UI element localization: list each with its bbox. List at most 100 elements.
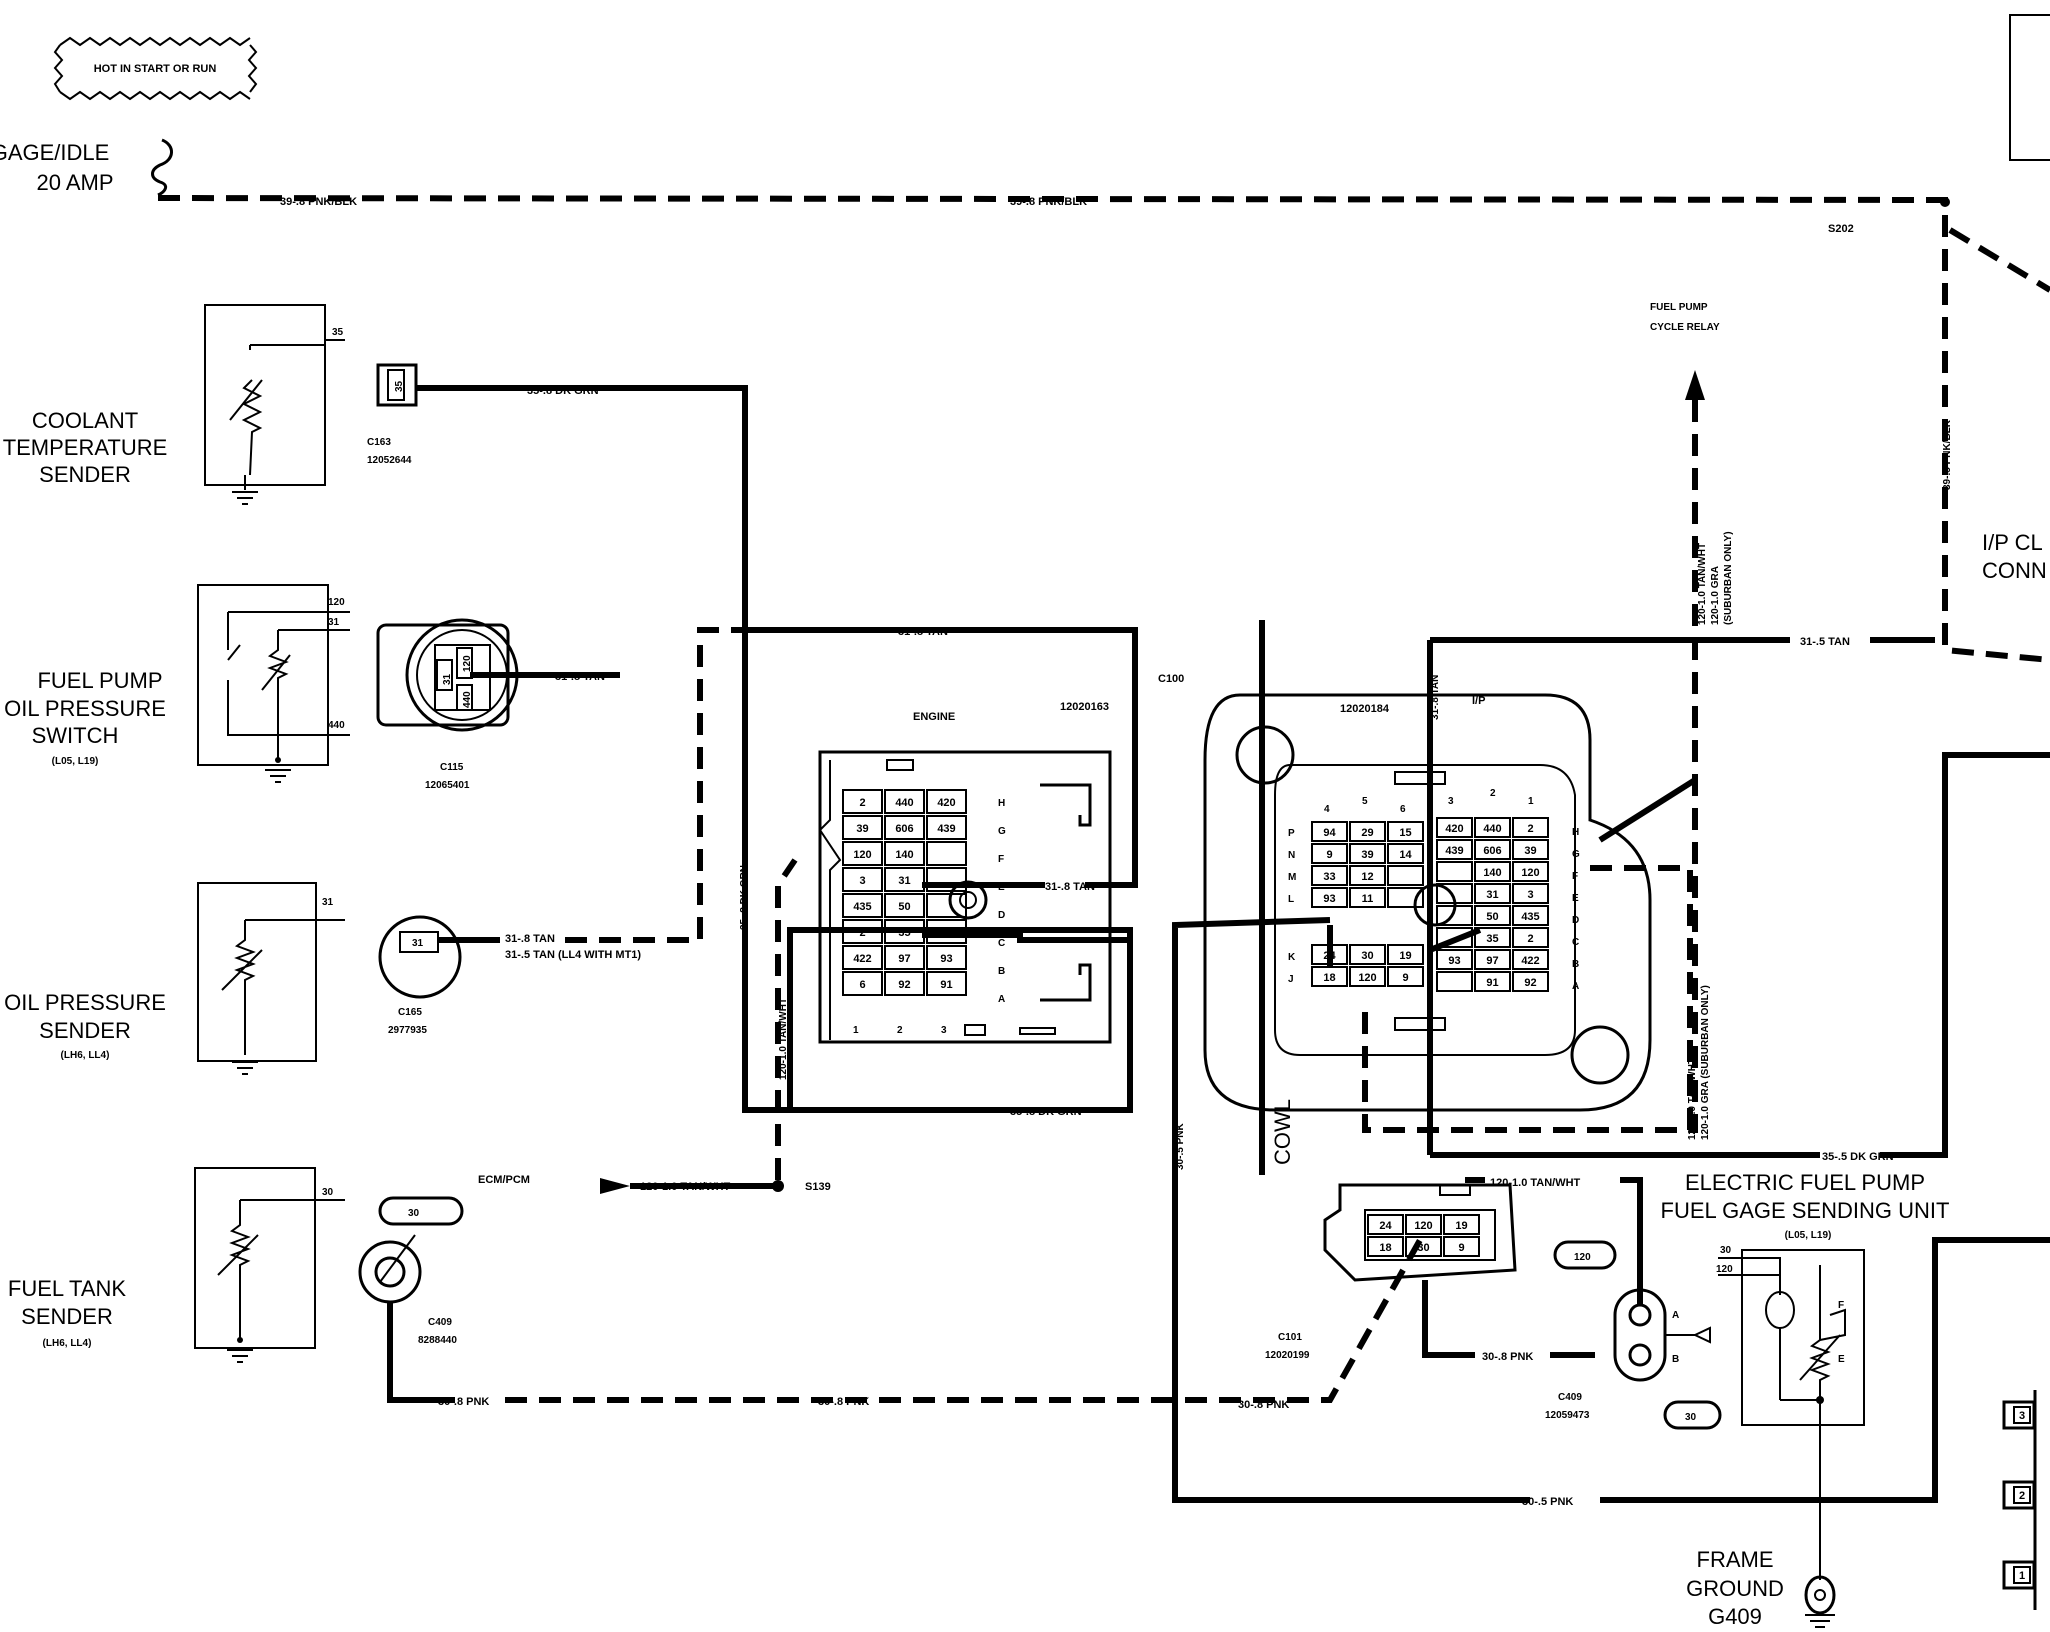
svg-text:12065401: 12065401	[425, 780, 470, 791]
svg-text:12020184: 12020184	[1340, 703, 1390, 715]
ip-col-label: 6	[1400, 804, 1406, 815]
svg-text:A: A	[1672, 1310, 1679, 1321]
hot-in-start-label: HOT IN START OR RUN	[53, 36, 258, 101]
c100-engine-label: ENGINE	[913, 711, 955, 723]
svg-text:120-1.0 TAN/WHT: 120-1.0 TAN/WHT	[1687, 1058, 1698, 1140]
engine-cell	[884, 893, 925, 918]
pnk-ip-wire	[1172, 917, 1530, 1503]
ip-row-label: N	[1288, 850, 1295, 861]
wire-label: 30-.8 PNK	[1482, 1351, 1533, 1363]
oil-pressure-sender: 31	[197, 882, 345, 1075]
engine-pin: 3	[859, 875, 865, 887]
svg-text:30: 30	[1720, 1245, 1732, 1256]
svg-text:120-1.0 GRA: 120-1.0 GRA	[1710, 566, 1721, 625]
tan-wire-top	[745, 627, 1138, 888]
ip-right-pin: 2	[1527, 933, 1533, 945]
engine-col-label: 3	[941, 1025, 947, 1036]
svg-text:2977935: 2977935	[388, 1025, 427, 1036]
ip-left2-cell	[1387, 944, 1424, 965]
ip-left-pin: 93	[1323, 893, 1335, 905]
ip-right-cell	[1474, 839, 1511, 860]
svg-text:120-1.0 GRA (SUBURBAN ONLY): 120-1.0 GRA (SUBURBAN ONLY)	[1700, 985, 1711, 1140]
right-conn-pin	[2013, 1406, 2031, 1424]
ip-left-cell	[1387, 821, 1424, 842]
c101-cell	[1405, 1236, 1442, 1257]
ip-col-label: 2	[1490, 788, 1496, 799]
splice-s139	[772, 1180, 784, 1192]
engine-pin: 439	[937, 823, 955, 835]
ip-row-label: P	[1288, 828, 1295, 839]
svg-text:120: 120	[1574, 1252, 1591, 1263]
fuel-pump-oil-pressure-switch: 120 31 440	[197, 584, 350, 783]
ip-right-pin: 3	[1527, 889, 1533, 901]
c409b-pin-top	[1553, 1240, 1617, 1270]
splice-label: S139	[805, 1181, 831, 1193]
engine-pin: 140	[895, 849, 913, 861]
splice-s202	[1940, 197, 1950, 207]
relay-arrow	[1685, 370, 1705, 400]
svg-text:120-1.0 TAN/WHT: 120-1.0 TAN/WHT	[1697, 543, 1708, 625]
engine-pin: 440	[895, 797, 913, 809]
ip-left-cell	[1311, 821, 1348, 842]
ip-col-label: 1	[1528, 796, 1534, 807]
ip-left-cell	[1349, 865, 1386, 886]
ip-right-cell	[1512, 927, 1549, 948]
c101-pin: 18	[1379, 1242, 1391, 1254]
ip-left2-cell	[1387, 966, 1424, 987]
svg-text:12020199: 12020199	[1265, 1350, 1310, 1361]
engine-cell	[842, 789, 883, 814]
wire-label: 31-.8 TAN	[1430, 675, 1441, 720]
c409b-pin-bottom	[1663, 1400, 1722, 1430]
ip-right-cell	[1474, 927, 1511, 948]
svg-text:(LH6, LL4): (LH6, LL4)	[61, 1050, 110, 1061]
engine-cell	[884, 919, 925, 944]
wire-label: 35-.5 DK GRN	[1822, 1151, 1894, 1163]
tan-wht-vert-wire	[775, 858, 798, 1180]
ip-right-pin: 35	[1486, 933, 1498, 945]
pnk-blk-branch	[1948, 227, 2050, 293]
ip-left-pin: 33	[1323, 871, 1335, 883]
ip-row-label: C	[1572, 937, 1579, 948]
ip-left-cell	[1311, 887, 1348, 908]
engine-cell	[926, 789, 967, 814]
ip-right-cell	[1436, 971, 1473, 992]
ip-right-pin: 120	[1521, 867, 1539, 879]
engine-cell	[926, 893, 967, 918]
svg-text:30: 30	[322, 1187, 334, 1198]
wire-label: 39-.8 PNK/BLK	[280, 196, 357, 208]
c100-label: C100	[1158, 673, 1184, 685]
ip-right-cell	[1436, 949, 1473, 970]
svg-text:31: 31	[442, 673, 453, 685]
engine-cell	[884, 945, 925, 970]
engine-row-label: B	[998, 966, 1005, 977]
ip-row-label: K	[1288, 952, 1296, 963]
c101-cell	[1367, 1214, 1404, 1235]
engine-row-label: C	[998, 938, 1005, 949]
option-table-box	[2009, 14, 2050, 161]
engine-pin: 93	[940, 953, 952, 965]
ip-right-cell	[1512, 949, 1549, 970]
svg-text:30: 30	[1685, 1412, 1697, 1423]
relay-label: CYCLE RELAY	[1650, 322, 1720, 333]
ip-left-cell	[1349, 887, 1386, 908]
ip-row-label: G	[1572, 849, 1580, 860]
engine-pin: 91	[940, 979, 952, 991]
tan-wire-dashed	[565, 627, 745, 943]
ip-left2-pin: 18	[1323, 972, 1335, 984]
wire-label: 31-.8 TAN	[898, 626, 948, 638]
engine-col-label: 2	[897, 1025, 903, 1036]
engine-pin: 606	[895, 823, 913, 835]
svg-text:440: 440	[462, 691, 473, 708]
ip-right-pin: 93	[1448, 955, 1460, 967]
right-conn-pin	[2013, 1486, 2031, 1504]
engine-pin: 420	[937, 797, 955, 809]
ip-right-pin: 439	[1445, 845, 1463, 857]
engine-pin: 422	[853, 953, 871, 965]
right-conn-pin-label: 3	[2019, 1410, 2025, 1422]
component-label: SWITCH	[32, 723, 119, 748]
relay-label: FUEL PUMP	[1650, 302, 1708, 313]
frame-ground-icon	[1804, 1575, 1836, 1615]
ip-row-label: B	[1572, 959, 1579, 970]
